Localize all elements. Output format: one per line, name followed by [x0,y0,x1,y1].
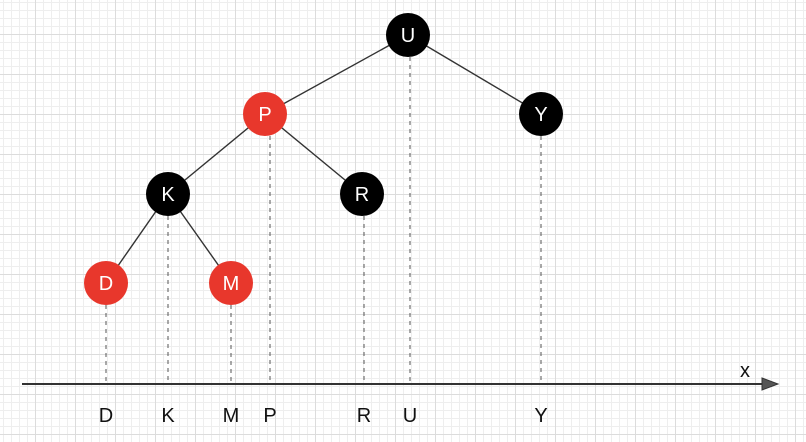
node-circle-m [209,261,253,305]
node-circle-y [519,92,563,136]
tree-node-y: Y [519,92,563,136]
tick-label-u: U [403,405,417,427]
tree-nodes: U P Y K R D M [84,13,563,305]
tree-node-k: K [146,172,190,216]
node-label-m: M [223,273,240,295]
x-axis-arrow-icon [761,377,780,391]
tick-label-y: Y [534,405,547,427]
tick-label-k: K [161,405,175,427]
node-label-k: K [161,184,175,206]
edge-u-p [264,34,409,115]
node-circle-d [84,261,128,305]
tree-node-m: M [209,261,253,305]
node-label-r: R [355,184,369,206]
node-label-p: P [258,104,271,126]
x-axis: x [22,360,780,391]
node-circle-p [243,92,287,136]
node-label-y: Y [534,104,547,126]
tree-node-p: P [243,92,287,136]
tree-edges [105,34,542,284]
tick-label-m: M [223,405,240,427]
tree-node-u: U [386,13,430,57]
edge-u-y [407,34,542,115]
node-circle-u [386,13,430,57]
projection-lines [105,57,542,384]
x-axis-label: x [740,360,750,382]
tick-label-p: P [263,405,276,427]
tree-node-r: R [340,172,384,216]
node-label-d: D [99,273,113,295]
tick-label-r: R [357,405,371,427]
node-circle-k [146,172,190,216]
node-circle-r [340,172,384,216]
node-label-u: U [401,25,415,47]
tree-node-d: D [84,261,128,305]
tick-label-d: D [99,405,113,427]
